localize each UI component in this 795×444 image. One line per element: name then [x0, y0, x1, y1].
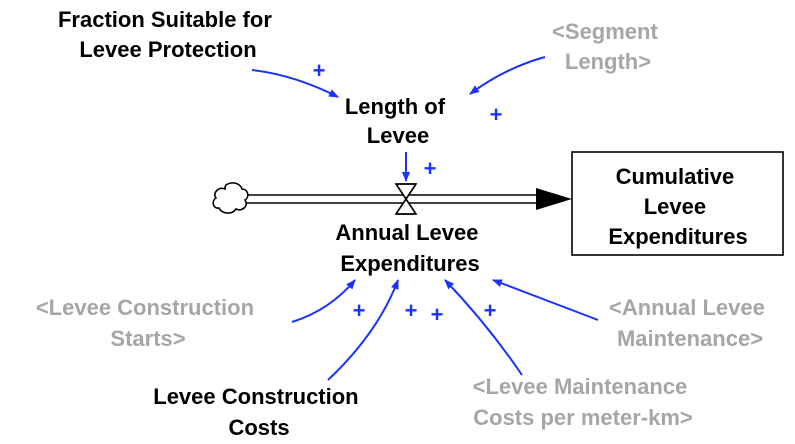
label-line: Cumulative — [616, 164, 735, 189]
label-line: Maintenance> — [617, 326, 763, 351]
label-line: Fraction Suitable for — [58, 7, 272, 32]
label-line: Levee Construction — [153, 384, 358, 409]
label-line: Levee — [367, 123, 429, 148]
arrow-segment-to-length — [469, 56, 546, 95]
label-line: Expenditures — [608, 224, 747, 249]
label-line: <Segment — [552, 19, 658, 44]
label-line: <Levee Maintenance — [473, 374, 688, 399]
stock-box — [571, 151, 784, 256]
polarity-plus: + — [353, 298, 366, 323]
label-line: Expenditures — [340, 251, 479, 276]
polarity-plus: + — [484, 298, 497, 323]
label-line: Levee Protection — [79, 37, 256, 62]
label-line: Levee — [644, 194, 706, 219]
polarity-plus: + — [431, 302, 444, 327]
label-segment-length: <Segment Length> — [552, 19, 664, 74]
cloud-icon — [212, 182, 249, 214]
label-line: Length> — [565, 49, 651, 74]
arrow-fraction-to-length — [251, 69, 339, 98]
label-line: Length of — [345, 94, 446, 119]
label-line: Costs per meter-km> — [473, 405, 692, 430]
valve-icon — [394, 183, 418, 215]
arrow-construction-costs-to-expenditures — [327, 279, 399, 381]
label-levee-maintenance-costs: <Levee Maintenance Costs per meter-km> — [473, 374, 694, 430]
label-cumulative-levee-expenditures: Cumulative Levee Expenditures — [608, 164, 747, 249]
flow-arrowhead-icon — [536, 188, 572, 210]
flow-pipe — [245, 188, 572, 210]
label-line: Annual Levee — [335, 220, 478, 245]
label-annual-levee-maintenance: <Annual Levee Maintenance> — [609, 295, 771, 351]
polarity-plus: + — [424, 156, 437, 181]
label-line: Starts> — [110, 326, 185, 351]
label-line: Costs — [228, 415, 289, 440]
label-levee-construction-costs: Levee Construction Costs — [153, 384, 365, 440]
arrow-construction-starts-to-expenditures — [291, 279, 356, 323]
label-annual-levee-expenditures: Annual Levee Expenditures — [335, 220, 484, 276]
label-fraction-suitable: Fraction Suitable for Levee Protection — [58, 7, 278, 62]
label-line: <Annual Levee — [609, 295, 765, 320]
label-line: <Levee Construction — [36, 295, 254, 320]
label-levee-construction-starts: <Levee Construction Starts> — [36, 295, 260, 351]
label-length-of-levee: Length of Levee — [345, 94, 451, 148]
polarity-plus: + — [405, 298, 418, 323]
polarity-plus: + — [313, 58, 326, 83]
arrow-annual-maintenance-to-expenditures — [492, 279, 599, 321]
polarity-plus: + — [490, 102, 503, 127]
arrow-maintenance-costs-to-expenditures — [444, 279, 523, 376]
